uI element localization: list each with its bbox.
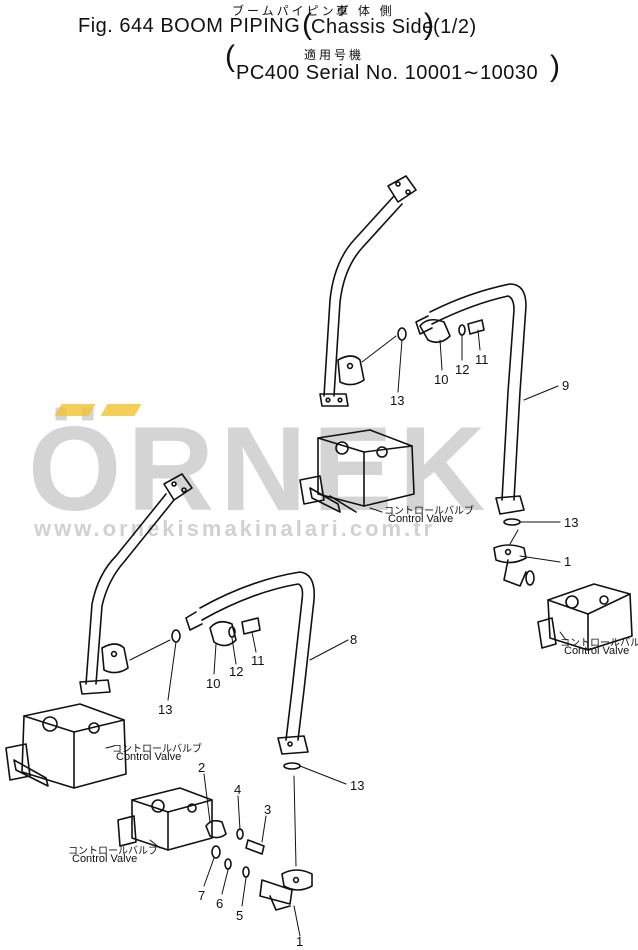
upper-valve-jp: コントロールバルブ [384,506,474,517]
lower-fitting-1 [259,869,313,911]
oring-5 [242,866,250,878]
part-12-lower: 12 [229,664,244,679]
serial-text: PC400 Serial No. 10001∼10030 [236,62,539,84]
bolt-3 [245,839,265,855]
part-9: 9 [562,378,570,393]
right-control-valve [537,583,633,651]
part-12-upper: 12 [455,362,470,377]
part-11-upper: 11 [475,352,489,367]
upper-oring-13b [503,518,521,526]
part-13-lower-a: 13 [158,702,173,717]
part-1-lower: 1 [296,934,304,949]
open-paren: ( [302,8,312,41]
upper-hose-9 [415,283,527,515]
lower-valve-jp: コントロールバルブ [112,744,202,755]
serial-open-paren: ( [225,40,235,73]
watermark-brand: ÖRNEK [28,402,492,536]
bottom-control-valve [117,787,213,851]
lower-oring-13a [171,629,181,643]
lower-oring-13b [283,762,301,770]
upper-control-valve [299,429,415,513]
upper-fitting-1 [493,544,535,587]
lower-steel-pipe [79,473,193,695]
part-1-upper: 1 [564,554,572,569]
upper-steel-pipe [319,175,417,407]
part-5: 5 [236,908,244,923]
bottom-valve-en: Control Valve [72,853,138,865]
part-10-lower: 10 [206,676,221,691]
watermark-url: www.ornekismakinalari.com.tr [34,516,436,541]
oring-6 [224,858,232,870]
part-7: 7 [198,888,206,903]
upper-bolt-11 [467,319,485,335]
lower-bolt-11 [241,617,261,635]
bottom-valve-jp: コントロールバルブ [68,846,158,857]
lower-washer-12 [228,626,236,638]
title-paren: Chassis Side [311,16,434,38]
part-2: 2 [198,760,206,775]
lower-clamp-2 [205,819,227,839]
part-4: 4 [234,782,242,797]
applic-jp: 適用号機 [304,48,365,62]
part-13-upper-b: 13 [564,515,579,530]
part-11-lower: 11 [251,653,265,668]
upper-washer-12 [458,324,466,336]
upper-valve-en: Control Valve [388,513,454,525]
lower-control-valve [5,703,127,789]
close-paren: ) [424,8,434,41]
part-6: 6 [216,896,224,911]
oring-7 [211,845,221,859]
part-10-upper: 10 [434,372,449,387]
part-13-lower-b: 13 [350,778,365,793]
upper-oring-13a [397,327,407,341]
lower-hose-8 [185,571,316,755]
part-3: 3 [264,802,272,817]
upper-clamp-10 [419,318,451,344]
title-suffix: (1/2) [433,16,477,38]
serial-close-paren: ) [550,50,560,83]
right-valve-en: Control Valve [564,645,630,657]
lower-clamp-10 [209,620,237,647]
title-jp: ブームパイピング [232,4,352,18]
title-prefix: Fig. 644 BOOM PIPING [78,15,301,37]
part-8: 8 [350,632,358,647]
part-13-upper-a: 13 [390,393,405,408]
bracket-jp: 車 体 側 [336,4,395,18]
lower-valve-en: Control Valve [116,751,182,763]
right-valve-jp: コントロールバルブ [560,638,638,649]
